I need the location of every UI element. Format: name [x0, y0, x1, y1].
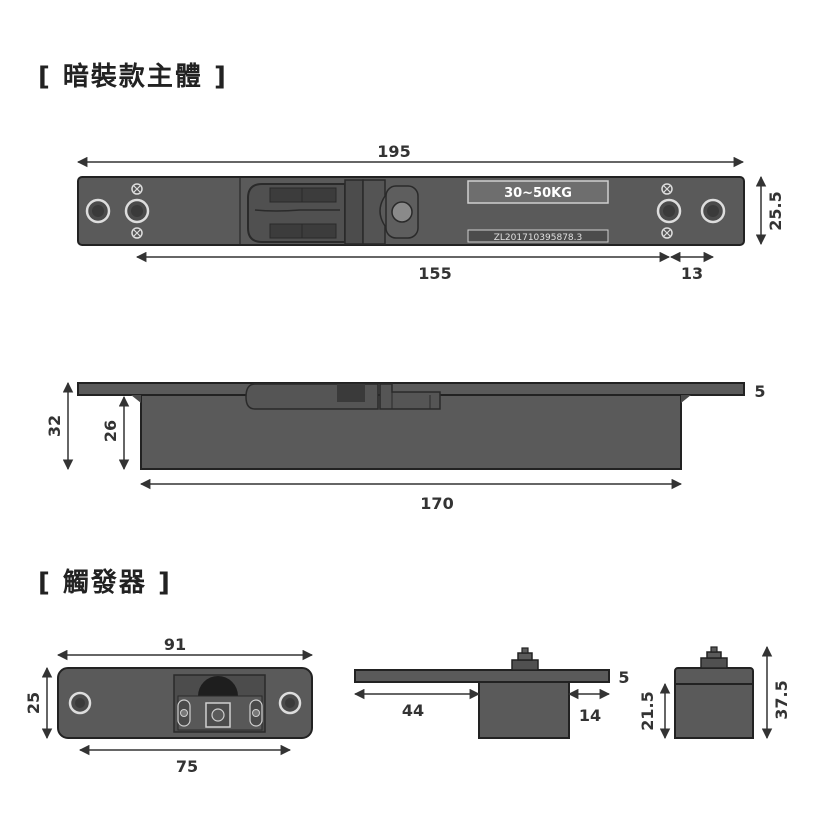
dimensions-trigger-side: 5 44 14	[353, 668, 630, 725]
dimensions-trigger-end: 21.5 37.5	[638, 645, 791, 740]
weight-label-plate	[467, 180, 609, 204]
dimension-label-195: 195	[377, 142, 410, 161]
dimension-label-170: 170	[420, 494, 453, 513]
dimensions-main-top: 195 25.5 155 13	[76, 142, 785, 283]
dimensions-trigger-front: 91 25 75	[24, 635, 314, 776]
main-body-top-view: 30~50KG ZL201710395878.3	[77, 176, 745, 246]
dimensions-main-side: 5 32 26 170	[45, 381, 766, 513]
patent-label: ZL201710395878.3	[494, 233, 582, 243]
screw-icon	[131, 183, 143, 195]
screw-icon	[661, 183, 673, 195]
dimension-label-26: 26	[101, 420, 120, 442]
trigger-front-view	[57, 667, 313, 739]
dimension-label-155: 155	[418, 264, 451, 283]
dimension-label-25: 25	[24, 692, 43, 714]
main-body-side-view	[77, 382, 745, 470]
dimension-label-5-trigger: 5	[618, 668, 629, 687]
patent-label-plate	[467, 229, 609, 243]
dimension-label-44: 44	[402, 701, 424, 720]
side-latch-detail	[245, 383, 441, 410]
dimension-label-14: 14	[579, 706, 601, 725]
screw-icon	[131, 227, 143, 239]
trigger-side-plate	[354, 669, 610, 683]
trigger-end-body	[674, 683, 754, 739]
trigger-side-pin	[511, 647, 539, 671]
trigger-side-body	[478, 681, 570, 739]
dimension-label-37-5: 37.5	[772, 680, 791, 719]
dimension-label-13: 13	[681, 264, 703, 283]
trigger-end-view	[674, 646, 754, 739]
dimension-label-21-5: 21.5	[638, 691, 657, 730]
dimension-label-32: 32	[45, 415, 64, 437]
dimension-label-75: 75	[176, 757, 198, 776]
dimension-label-91: 91	[164, 635, 186, 654]
screw-icon	[661, 227, 673, 239]
section-title-main-body: [ 暗裝款主體 ]	[38, 62, 228, 92]
dimension-label-25-5: 25.5	[766, 191, 785, 230]
section-title-trigger: [ 觸發器 ]	[38, 568, 172, 598]
latch-mechanism	[239, 178, 419, 245]
trigger-end-pin	[700, 646, 728, 669]
dimension-label-5: 5	[754, 382, 765, 401]
weight-label: 30~50KG	[504, 186, 572, 201]
trigger-side-view	[354, 647, 610, 739]
trigger-roller-block	[173, 674, 266, 733]
